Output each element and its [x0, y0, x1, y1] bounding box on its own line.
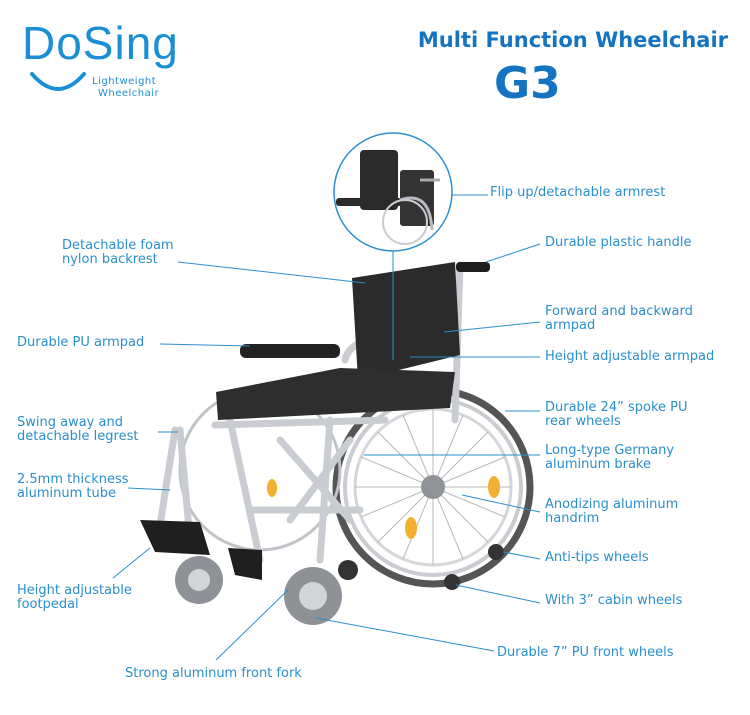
callout-front-wheels: Durable 7” PU front wheels [497, 645, 674, 660]
model-name: G3 [494, 58, 561, 109]
callout-footpedal: Height adjustable footpedal [17, 584, 132, 612]
callout-rear-wheels-line2: rear wheels [545, 414, 621, 429]
footplate [228, 548, 262, 580]
callout-legrest-line1: Swing away and [17, 415, 123, 430]
callout-tube-line2: aluminum tube [17, 486, 116, 501]
reflector [405, 517, 417, 539]
callout-handle: Durable plastic handle [545, 235, 692, 250]
callout-footpedal-line1: Height adjustable [17, 583, 132, 598]
page-title: Multi Function Wheelchair [417, 28, 728, 52]
callout-anti-tips: Anti-tips wheels [545, 550, 649, 565]
callout-cabin-wheels: With 3” cabin wheels [545, 593, 683, 608]
callout-fb-armpad: Forward and backward armpad [545, 305, 693, 333]
logo-sub-line2: Wheelchair [98, 88, 160, 99]
callout-brake-line2: aluminum brake [545, 457, 651, 472]
callout-rear-wheels-line1: Durable 24” spoke PU [545, 400, 688, 415]
callout-legrest-line2: detachable legrest [17, 429, 139, 444]
seat [216, 368, 455, 420]
logo-brand: DoSing [22, 17, 179, 69]
inset-armrest-image [336, 150, 440, 245]
backrest [352, 262, 490, 380]
callout-backrest: Detachable foam nylon backrest [62, 239, 174, 267]
footplate [140, 520, 210, 555]
callout-height-armpad: Height adjustable armpad [545, 349, 715, 364]
armpad [240, 344, 340, 358]
callout-handrim: Anodizing aluminum handrim [545, 498, 678, 526]
callout-brake-line1: Long-type Germany [545, 443, 675, 458]
callout-legrest: Swing away and detachable legrest [17, 416, 138, 444]
callout-rear-wheels: Durable 24” spoke PU rear wheels [545, 401, 688, 429]
callout-tube: 2.5mm thickness aluminum tube [17, 473, 129, 501]
smile-icon [30, 72, 86, 91]
callout-brake: Long-type Germany aluminum brake [545, 444, 674, 472]
reflector [488, 476, 500, 498]
callout-fb-armpad-line2: armpad [545, 318, 596, 333]
callout-footpedal-line2: footpedal [17, 597, 79, 612]
callout-fb-armpad-line1: Forward and backward [545, 304, 693, 319]
callout-backrest-line1: Detachable foam [62, 238, 174, 253]
front-wheels [175, 556, 358, 625]
callout-tube-line1: 2.5mm thickness [17, 472, 129, 487]
logo-sub-line1: Lightweight [92, 76, 157, 87]
leader-lines [112, 194, 541, 661]
callout-handrim-line2: handrim [545, 511, 600, 526]
callout-handrim-line1: Anodizing aluminum [545, 497, 679, 512]
callout-backrest-line2: nylon backrest [62, 252, 158, 267]
callout-pu-armpad: Durable PU armpad [17, 335, 145, 350]
callout-flip-armrest: Flip up/detachable armrest [490, 185, 666, 200]
callout-front-fork: Strong aluminum front fork [125, 666, 302, 681]
